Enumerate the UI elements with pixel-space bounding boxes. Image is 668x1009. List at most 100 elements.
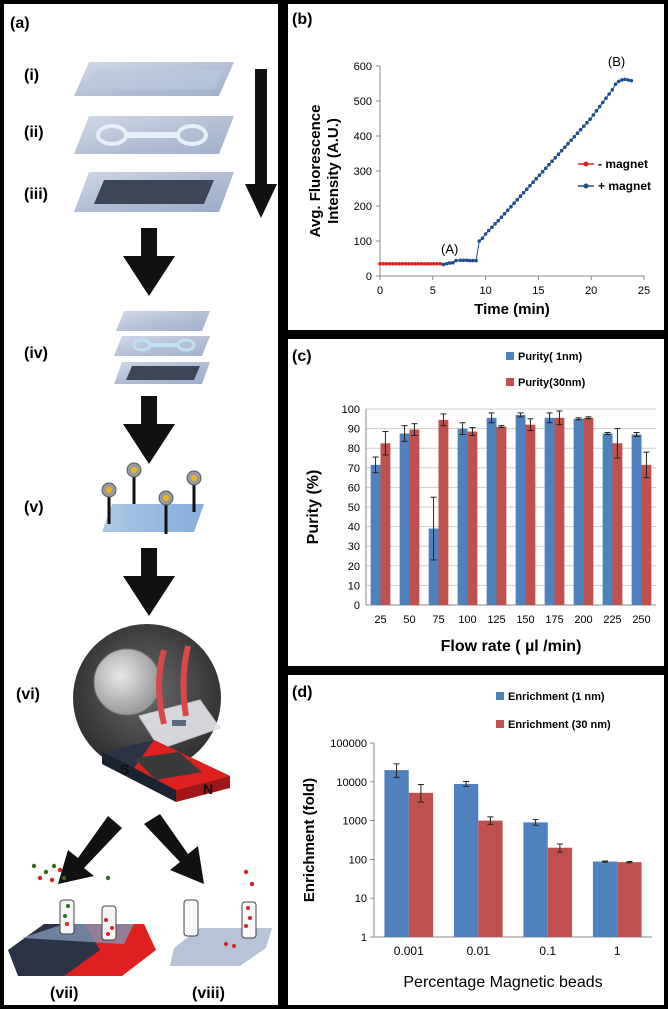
data-point: [435, 261, 439, 266]
bar: [438, 419, 449, 605]
x-axis-title: Time (min): [474, 301, 550, 318]
x-tick-label: 1: [614, 944, 621, 958]
x-tick-label: 20: [585, 285, 597, 297]
data-point: [509, 204, 513, 209]
x-tick-label: 0.001: [394, 944, 424, 958]
step-label-vi: (vi): [16, 686, 40, 703]
bar: [525, 424, 536, 605]
data-point: [486, 228, 491, 233]
data-point: [594, 109, 599, 113]
x-axis-title: Flow rate ( µl /min): [441, 638, 582, 655]
bar: [496, 426, 507, 605]
data-point: [403, 261, 408, 266]
magnet-south-label: S: [120, 761, 129, 777]
bar: [573, 418, 584, 605]
y-axis-title: Avg. FluorescenceIntensity (A.U.): [307, 105, 342, 238]
x-tick-label: 200: [574, 614, 592, 626]
panel-a-schematic: (a) (i) (ii) (iii) (iv): [4, 4, 278, 1005]
y-tick-label: 100: [349, 854, 367, 866]
step-label-i: (i): [24, 67, 39, 84]
x-tick-label: 10: [479, 285, 491, 297]
magnet-north-label: N: [203, 781, 213, 797]
y-tick-label: 500: [354, 96, 372, 108]
data-point: [400, 261, 404, 266]
x-tick-label: 15: [532, 285, 544, 297]
bar: [515, 414, 526, 605]
x-tick-label: 150: [516, 614, 534, 626]
data-point: [394, 261, 398, 266]
step-label-viii: (viii): [192, 985, 225, 1002]
x-tick-label: 25: [374, 614, 386, 626]
data-point: [515, 197, 520, 202]
data-point: [588, 117, 592, 121]
y-tick-label: 40: [348, 522, 360, 534]
data-point: [575, 131, 580, 135]
data-point: [464, 258, 469, 263]
magnet-block: [102, 740, 230, 802]
separation-without-magnet: [170, 869, 272, 966]
y-tick-label: 200: [354, 201, 372, 213]
layer-iii-magnet-window: [94, 180, 214, 204]
x-tick-label: 100: [458, 614, 476, 626]
x-tick-label: 125: [487, 614, 505, 626]
schematic-svg: (a) (i) (ii) (iii) (iv): [8, 15, 277, 1002]
y-tick-label: 50: [348, 502, 360, 514]
x-tick-label: 0: [377, 285, 383, 297]
data-point: [474, 258, 478, 263]
data-point: [490, 225, 494, 230]
legend-marker: [583, 183, 589, 189]
data-point: [505, 208, 510, 212]
down-arrow-icon: [123, 548, 175, 616]
data-point: [607, 92, 611, 96]
data-point: [543, 166, 548, 170]
data-point: [467, 258, 472, 263]
data-point: [441, 262, 446, 267]
data-point: [413, 261, 417, 266]
data-point: [597, 104, 602, 109]
bar: [544, 417, 555, 605]
y-tick-label: 90: [348, 424, 360, 436]
data-point: [416, 261, 420, 266]
x-axis-title: Percentage Magnetic beads: [403, 974, 602, 991]
diagonal-arrow-left-icon: [58, 816, 122, 884]
diagonal-arrow-right-icon: [144, 814, 204, 884]
data-point: [502, 211, 507, 216]
down-arrow-icon: [123, 396, 175, 464]
data-point: [585, 120, 589, 125]
layer-i-inner: [84, 70, 224, 90]
x-tick-label: 175: [545, 614, 563, 626]
data-point: [604, 96, 608, 100]
bar: [583, 417, 594, 605]
bar: [631, 434, 642, 605]
data-point: [620, 78, 624, 82]
x-tick-label: 0.1: [539, 944, 556, 958]
y-tick-label: 20: [348, 561, 360, 573]
y-tick-label: 30: [348, 541, 360, 553]
data-point: [626, 78, 630, 82]
y-tick-label: 70: [348, 463, 360, 475]
annotation-label: (A): [441, 241, 458, 256]
y-tick-label: 1000: [343, 816, 367, 828]
data-point: [534, 176, 539, 181]
step-label-v: (v): [24, 499, 44, 516]
data-point: [447, 261, 452, 265]
data-point: [409, 261, 414, 266]
data-point: [428, 261, 433, 266]
legend-label: + magnet: [598, 179, 651, 193]
bar: [408, 792, 434, 937]
x-tick-label: 50: [403, 614, 415, 626]
data-point: [471, 258, 475, 263]
x-tick-label: 250: [632, 614, 650, 626]
data-point: [616, 79, 621, 84]
bar: [547, 847, 573, 937]
data-point: [451, 260, 455, 265]
y-tick-label: 80: [348, 443, 360, 455]
step-label-iii: (iii): [24, 186, 48, 203]
step-label-vii: (vii): [50, 985, 78, 1002]
legend-label: - magnet: [598, 157, 648, 171]
data-point: [601, 100, 605, 105]
data-point: [613, 82, 618, 86]
legend-swatch: [496, 720, 504, 728]
